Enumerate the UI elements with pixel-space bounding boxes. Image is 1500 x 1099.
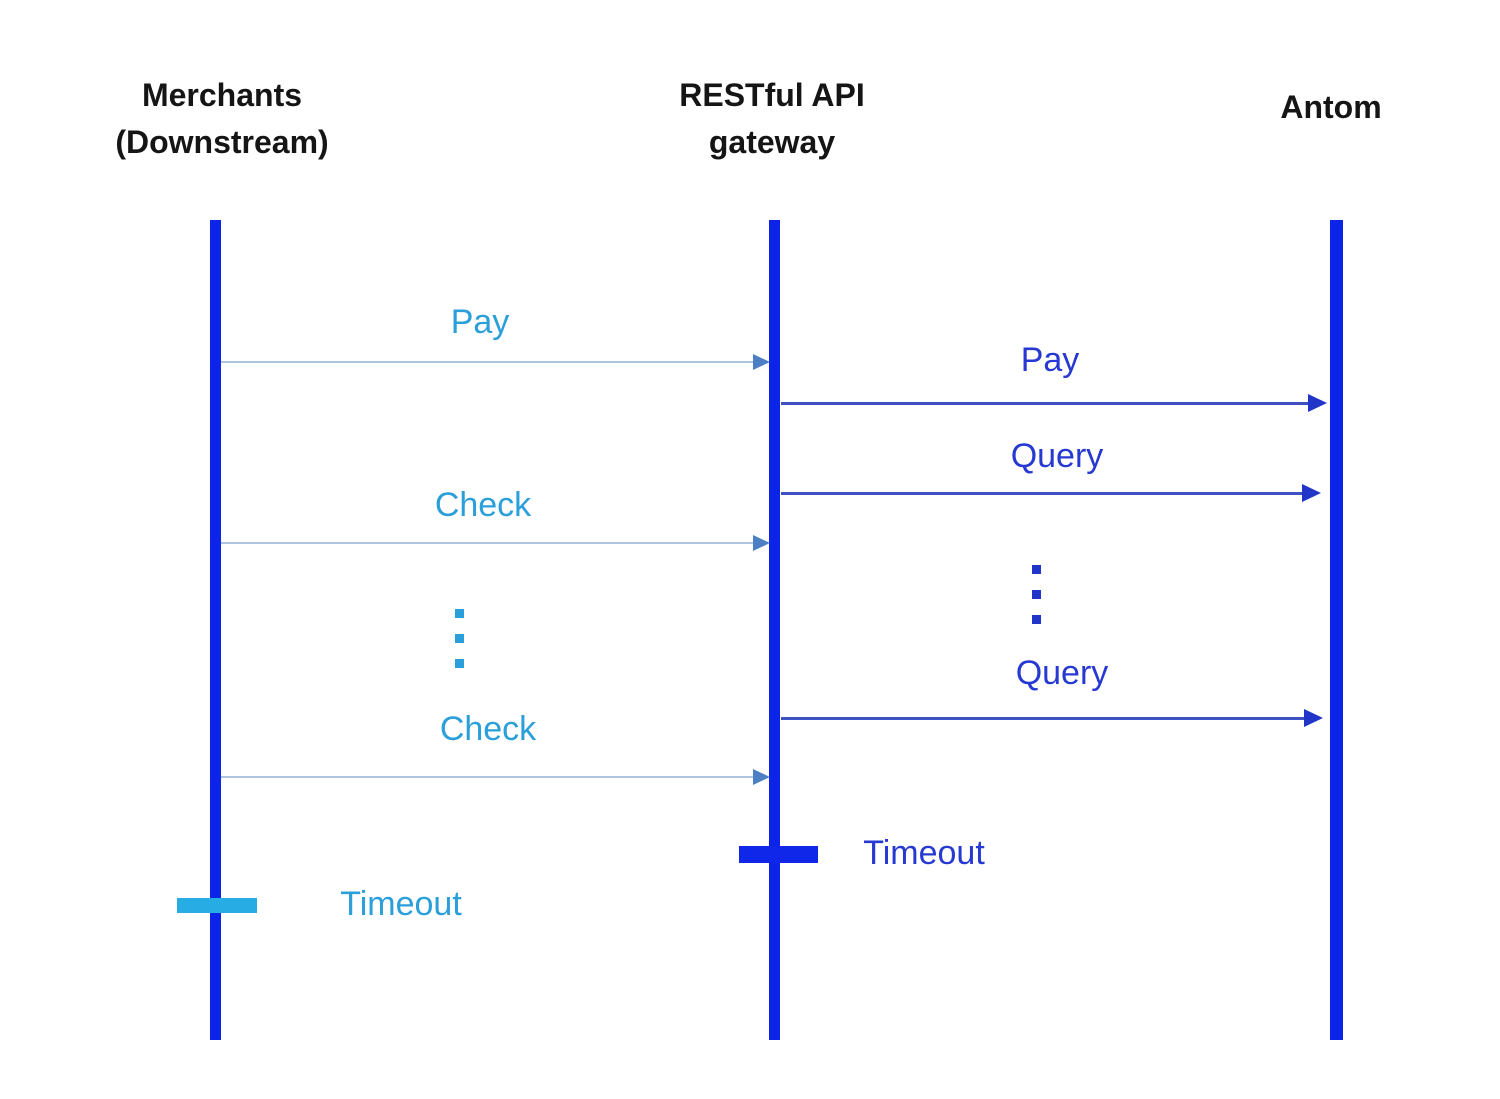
timeout-bar-gateway xyxy=(739,846,818,863)
timeout-bar-merchants xyxy=(177,898,257,913)
lifeline-header-antom-line1: Antom xyxy=(1280,89,1382,125)
vertical-ellipsis-icon-upstream xyxy=(1032,565,1041,624)
lifeline-header-merchants-line1: Merchants xyxy=(141,77,303,113)
ellipsis-dot xyxy=(1032,590,1041,599)
message-arrow-query-1 xyxy=(781,484,1321,502)
message-arrow-check-2 xyxy=(221,769,770,785)
arrow-shaft xyxy=(781,401,1308,405)
ellipsis-dot xyxy=(1032,565,1041,574)
message-label-query-2: Query xyxy=(1015,654,1109,692)
timeout-label-merchants: Timeout xyxy=(340,885,462,923)
lifeline-header-gateway-line1: RESTful API xyxy=(679,77,865,113)
ellipsis-dot xyxy=(1032,615,1041,624)
lifeline-header-gateway-line2: gateway xyxy=(708,124,836,160)
message-label-query-1: Query xyxy=(1010,437,1104,475)
arrow-shaft xyxy=(221,361,753,363)
message-label-pay-upstream: Pay xyxy=(1020,341,1080,379)
arrowhead-right-icon xyxy=(1308,394,1327,412)
arrowhead-right-icon xyxy=(753,535,770,551)
arrowhead-right-icon xyxy=(753,769,770,785)
lifeline-header-antom: Antom xyxy=(1280,84,1381,131)
arrow-shaft xyxy=(221,776,753,778)
message-label-check-1: Check xyxy=(434,486,532,524)
arrow-shaft xyxy=(781,716,1304,720)
vertical-ellipsis-icon-downstream xyxy=(455,609,464,668)
message-label-check-2: Check xyxy=(439,710,537,748)
lifeline-gateway xyxy=(769,220,780,1040)
message-arrow-pay-upstream xyxy=(781,394,1327,412)
lifeline-header-merchants-line2: (Downstream) xyxy=(115,124,329,160)
arrowhead-right-icon xyxy=(1302,484,1321,502)
lifeline-antom xyxy=(1330,220,1343,1040)
timeout-label-gateway: Timeout xyxy=(863,834,985,872)
lifeline-merchants xyxy=(210,220,221,1040)
lifeline-header-merchants: Merchants (Downstream) xyxy=(115,72,328,166)
message-arrow-pay-downstream xyxy=(221,354,770,370)
message-label-pay-downstream: Pay xyxy=(450,303,510,341)
lifeline-header-gateway: RESTful API gateway xyxy=(679,72,864,166)
message-arrow-query-2 xyxy=(781,709,1323,727)
ellipsis-dot xyxy=(455,634,464,643)
message-arrow-check-1 xyxy=(221,535,770,551)
arrowhead-right-icon xyxy=(1304,709,1323,727)
arrow-shaft xyxy=(781,491,1302,495)
ellipsis-dot xyxy=(455,659,464,668)
arrow-shaft xyxy=(221,542,753,544)
arrowhead-right-icon xyxy=(753,354,770,370)
ellipsis-dot xyxy=(455,609,464,618)
